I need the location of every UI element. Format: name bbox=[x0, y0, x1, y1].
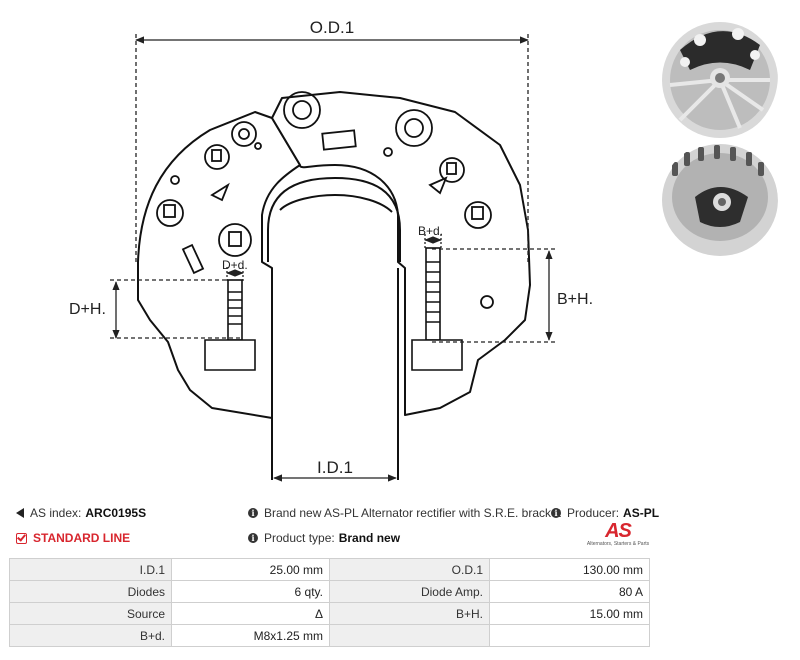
spec-label: Diode Amp. bbox=[329, 580, 490, 603]
od-label: O.D.1 bbox=[310, 18, 354, 37]
spec-label: Diodes bbox=[9, 580, 172, 603]
producer: i Producer: AS-PL bbox=[551, 506, 659, 520]
id-label: I.D.1 bbox=[317, 458, 353, 477]
logo-tagline: Alternators, Starters & Parts bbox=[586, 541, 650, 547]
table-row: B+d. M8x1.25 mm bbox=[9, 624, 650, 647]
spec-value: 80 A bbox=[489, 580, 650, 603]
logo-mark: AS bbox=[605, 520, 632, 542]
rectifier-outline bbox=[137, 91, 531, 480]
dd-label: D+d. bbox=[222, 258, 248, 272]
producer-value: AS-PL bbox=[623, 506, 660, 520]
product-type-label: Product type: bbox=[264, 531, 335, 545]
spec-table: I.D.1 25.00 mm O.D.1 130.00 mm Diodes 6 … bbox=[9, 558, 650, 647]
technical-drawing: O.D.1 I.D.1 D+H. B+H. D+d. B+d. bbox=[69, 18, 593, 482]
spec-label: B+d. bbox=[9, 624, 172, 647]
spec-value: 130.00 mm bbox=[489, 558, 650, 581]
standard-line-label: STANDARD LINE bbox=[33, 531, 131, 545]
producer-label: Producer: bbox=[567, 506, 620, 520]
bh-label: B+H. bbox=[557, 291, 593, 308]
info-icon: i bbox=[551, 508, 561, 518]
dh-label: D+H. bbox=[69, 301, 106, 318]
table-row: Diodes 6 qty. Diode Amp. 80 A bbox=[9, 580, 650, 603]
spec-value: M8x1.25 mm bbox=[171, 624, 330, 647]
as-index: AS index: ARC0195S bbox=[16, 506, 146, 520]
as-index-label: AS index: bbox=[30, 506, 82, 520]
product-type-value: Brand new bbox=[338, 531, 401, 545]
info-icon: i bbox=[248, 508, 258, 518]
product-type: i Product type: Brand new bbox=[248, 531, 400, 545]
spec-value: Δ bbox=[171, 602, 330, 625]
as-index-value: ARC0195S bbox=[85, 506, 147, 520]
info-icon: i bbox=[248, 533, 258, 543]
table-row: Source Δ B+H. 15.00 mm bbox=[9, 602, 650, 625]
as-pl-logo: AS Alternators, Starters & Parts bbox=[586, 521, 650, 547]
spec-label: Source bbox=[9, 602, 172, 625]
spec-label: O.D.1 bbox=[329, 558, 490, 581]
dimension-lines bbox=[110, 34, 555, 482]
spec-value: 15.00 mm bbox=[489, 602, 650, 625]
spec-label: B+H. bbox=[329, 602, 490, 625]
description: i Brand new AS-PL Alternator rectifier w… bbox=[248, 506, 561, 520]
description-text: Brand new AS-PL Alternator rectifier wit… bbox=[264, 506, 562, 520]
spec-value: 6 qty. bbox=[171, 580, 330, 603]
spec-label: I.D.1 bbox=[9, 558, 172, 581]
spec-value: 25.00 mm bbox=[171, 558, 330, 581]
spec-value bbox=[489, 624, 650, 647]
tag-icon bbox=[16, 508, 24, 518]
table-row: I.D.1 25.00 mm O.D.1 130.00 mm bbox=[9, 558, 650, 581]
rectifier-features bbox=[156, 91, 494, 309]
standard-line: STANDARD LINE bbox=[16, 531, 130, 545]
bolt-studs bbox=[204, 247, 463, 371]
bd-label: B+d. bbox=[418, 224, 443, 238]
rectifier-top-photo bbox=[662, 22, 778, 138]
rectifier-bottom-photo bbox=[662, 144, 778, 256]
spec-label bbox=[329, 624, 490, 647]
check-square-icon bbox=[16, 532, 27, 544]
